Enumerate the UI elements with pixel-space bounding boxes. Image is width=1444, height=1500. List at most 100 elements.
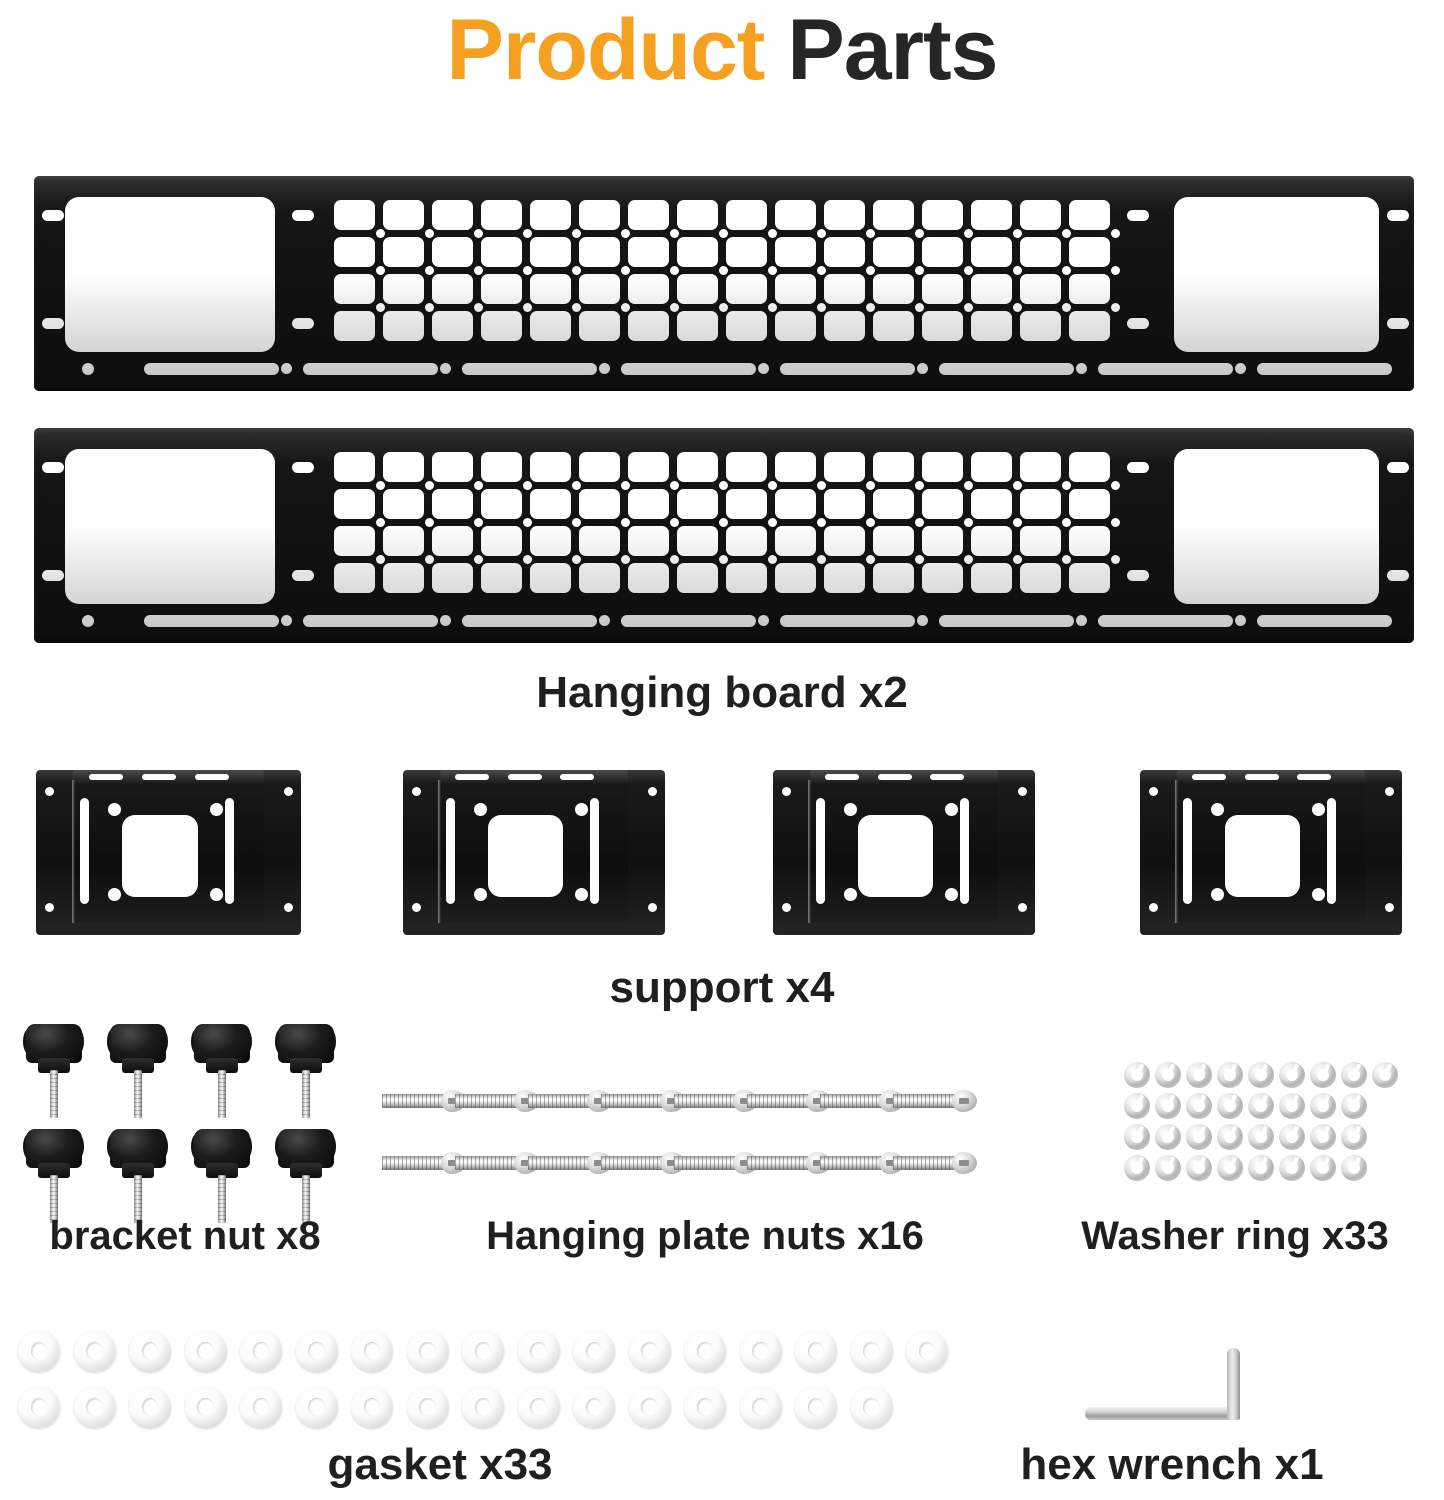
board-intersection-hole xyxy=(866,555,875,564)
board-intersection-hole xyxy=(964,303,973,312)
washer-ring-caption: Washer ring x33 xyxy=(1081,1214,1389,1258)
board-intersection-hole xyxy=(719,266,728,275)
board-grid-hole xyxy=(432,563,473,593)
board-intersection-hole xyxy=(670,518,679,527)
bracket-nut-cap xyxy=(194,1129,250,1168)
board-grid-hole xyxy=(726,237,767,267)
board-corner-hole xyxy=(82,615,94,627)
washer-ring xyxy=(1279,1062,1305,1088)
board-grid-hole xyxy=(922,237,963,267)
board-grid-hole xyxy=(775,274,816,304)
gasket xyxy=(129,1330,171,1372)
board-grid-hole xyxy=(334,274,375,304)
board-grid-hole xyxy=(824,274,865,304)
gasket xyxy=(684,1386,726,1428)
board-grid-hole xyxy=(677,489,718,519)
board-intersection-hole xyxy=(523,303,532,312)
board-intersection-hole xyxy=(1111,266,1120,275)
board-grid-hole xyxy=(775,237,816,267)
board-intersection-hole xyxy=(768,481,777,490)
board-intersection-hole xyxy=(1062,555,1071,564)
board-oval-slot xyxy=(1387,570,1409,581)
board-intersection-hole xyxy=(1013,229,1022,238)
hanging-plate-nut-drive-slot xyxy=(885,1160,897,1166)
board-grid-hole xyxy=(628,563,669,593)
gasket xyxy=(739,1386,782,1428)
board-intersection-hole xyxy=(376,229,385,238)
board-bottom-slot xyxy=(144,615,279,627)
board-corner-hole xyxy=(82,363,94,375)
support-bracket-corner-hole xyxy=(283,787,293,797)
hanging-plate-nut-shaft xyxy=(893,1093,956,1109)
board-grid-hole xyxy=(824,563,865,593)
board-grid-hole xyxy=(334,311,375,341)
gasket xyxy=(73,1330,116,1372)
board-grid-hole xyxy=(971,489,1012,519)
support-bracket-screw-hole xyxy=(844,887,858,901)
board-grid-hole xyxy=(579,237,620,267)
board-grid-hole xyxy=(971,452,1012,482)
hanging-plate-nut-shaft xyxy=(674,1093,737,1109)
washer-ring xyxy=(1155,1124,1181,1150)
board-grid-hole xyxy=(922,452,963,482)
bracket-nut-cap xyxy=(194,1024,250,1063)
bracket-nut xyxy=(190,1024,253,1118)
board-intersection-hole xyxy=(1062,481,1071,490)
support-bracket-top-slot xyxy=(455,774,490,780)
board-intersection-hole xyxy=(719,481,728,490)
board-bottom-hole xyxy=(599,615,610,626)
board-grid-hole xyxy=(334,200,375,230)
board-grid-hole xyxy=(530,311,571,341)
hanging-plate-nut xyxy=(674,1152,758,1174)
board-bottom-hole xyxy=(281,615,292,626)
board-bottom-slot xyxy=(621,363,756,375)
board-grid-hole xyxy=(824,237,865,267)
bracket-nut-collar xyxy=(38,1163,70,1178)
board-grid-hole xyxy=(383,526,424,556)
hanging-plate-nut-shaft xyxy=(455,1093,518,1109)
hanging-plate-nut-drive-slot xyxy=(812,1098,824,1104)
bracket-nut-thread xyxy=(49,1175,59,1223)
hanging-plate-nut-shaft xyxy=(528,1093,591,1109)
board-bottom-slot xyxy=(462,363,597,375)
hanging-plate-nut xyxy=(820,1090,904,1112)
hanging-plate-nut-drive-slot xyxy=(885,1098,897,1104)
gasket xyxy=(295,1330,338,1372)
bracket-nut-collar xyxy=(206,1163,238,1178)
board-intersection-hole xyxy=(817,481,826,490)
board-intersection-hole xyxy=(1062,229,1071,238)
support-bracket-corner-hole xyxy=(1017,902,1027,912)
washer-ring xyxy=(1124,1124,1150,1150)
support-bracket xyxy=(773,770,1035,935)
board-bottom-slot xyxy=(303,615,438,627)
bracket-nut xyxy=(274,1024,337,1118)
board-bottom-hole xyxy=(440,363,451,374)
support-bracket-flange-slot xyxy=(225,798,235,904)
board-oval-slot xyxy=(292,570,314,581)
board-intersection-hole xyxy=(719,518,728,527)
board-intersection-hole xyxy=(474,555,483,564)
board-grid-hole xyxy=(628,311,669,341)
support-bracket-top-slot xyxy=(877,774,912,780)
bracket-nut-collar xyxy=(122,1163,154,1178)
board-intersection-hole xyxy=(915,481,924,490)
board-grid-hole xyxy=(1069,311,1110,341)
washer-ring xyxy=(1372,1062,1398,1088)
board-bottom-slot xyxy=(621,615,756,627)
board-grid-hole xyxy=(579,274,620,304)
support-bracket-screw-hole xyxy=(474,803,488,816)
board-intersection-hole xyxy=(719,303,728,312)
hex-wrench-short-arm xyxy=(1227,1348,1240,1420)
support-bracket-screw-hole xyxy=(1211,803,1225,816)
hex-wrench xyxy=(1085,1348,1240,1420)
board-grid-hole xyxy=(1069,563,1110,593)
hanging-plate-nut-drive-slot xyxy=(520,1160,532,1166)
hanging-plate-nut-thread xyxy=(820,1093,883,1109)
hanging-plate-nut-drive-slot xyxy=(666,1098,678,1104)
hanging-plate-nut-shaft xyxy=(601,1093,664,1109)
support-bracket-top-slot xyxy=(89,774,124,780)
washer-ring xyxy=(1248,1155,1274,1181)
hanging-plate-nut-shaft xyxy=(893,1155,956,1171)
board-grid-hole xyxy=(432,311,473,341)
board-intersection-hole xyxy=(523,481,532,490)
